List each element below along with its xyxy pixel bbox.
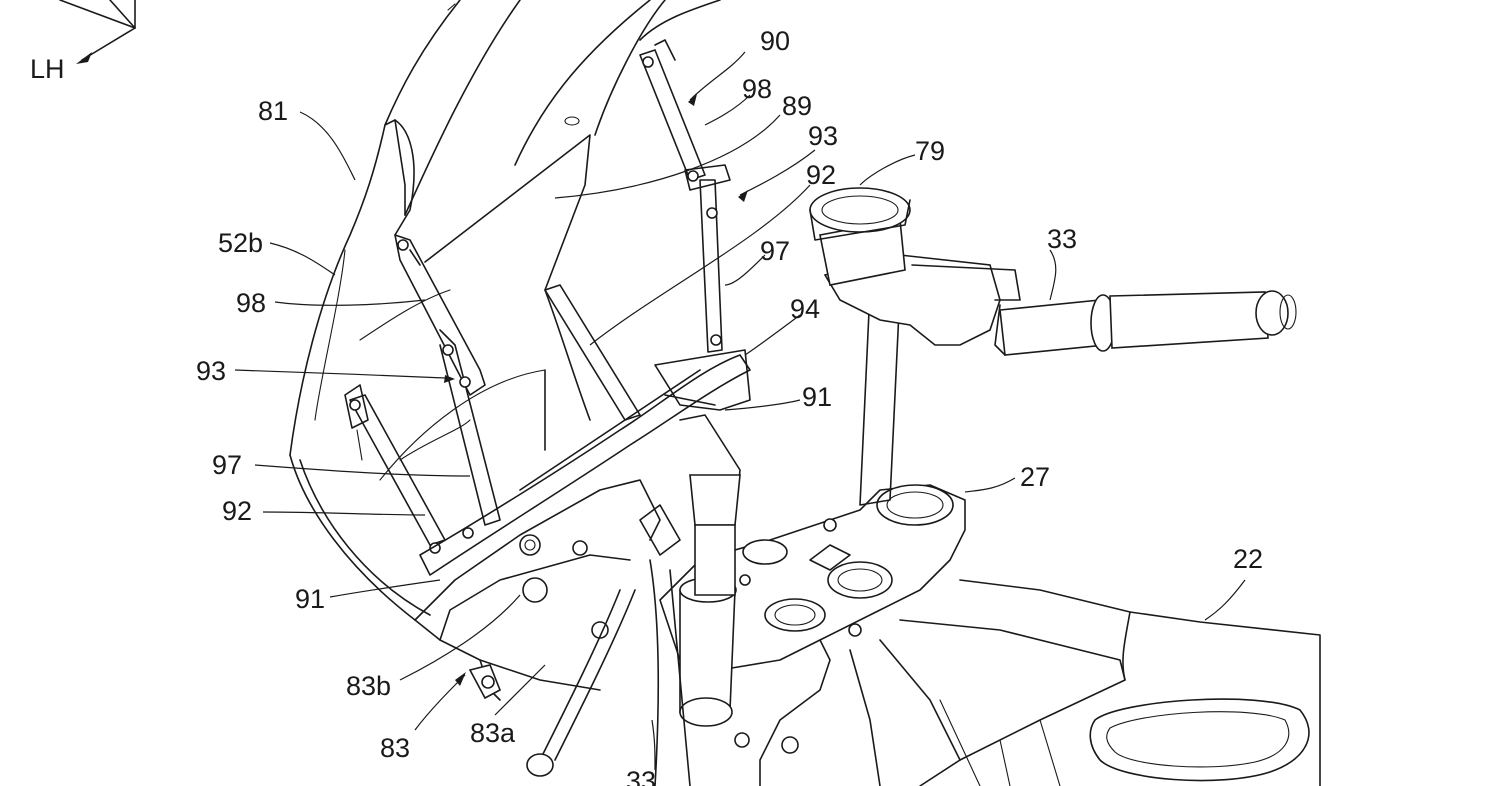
screen-cowl [289, 0, 461, 621]
label-33-right: 33 [1047, 224, 1077, 254]
label-97-left: 97 [212, 450, 242, 480]
direction-label-lh: LH [30, 54, 65, 84]
label-79: 79 [915, 136, 945, 166]
label-92-upper: 92 [806, 160, 836, 190]
lower-cross-frame [419, 349, 751, 576]
label-91-upper: 91 [802, 382, 832, 412]
left-handlebar [526, 414, 799, 786]
label-98-upper: 98 [742, 74, 772, 104]
label-33-bottom: 33 [626, 766, 656, 786]
right-handlebar [809, 187, 1297, 506]
label-52b: 52b [218, 228, 263, 258]
label-22: 22 [1233, 544, 1263, 574]
windscreen-panel [359, 0, 721, 481]
label-97-upper: 97 [760, 236, 790, 266]
cowl-stay-83 [414, 479, 661, 701]
label-92-left: 92 [222, 496, 252, 526]
label-83a: 83a [470, 718, 516, 748]
label-98-left: 98 [236, 288, 266, 318]
leader-lines [234, 51, 1246, 771]
label-91-left: 91 [295, 584, 325, 614]
main-frame [849, 579, 1321, 786]
left-stay-assembly [344, 234, 501, 554]
label-90: 90 [760, 26, 790, 56]
orientation-axes [59, 0, 456, 64]
label-83: 83 [380, 733, 410, 763]
reference-numerals: 90 98 89 81 93 79 92 52b 33 97 98 94 93 … [196, 26, 1263, 786]
label-94: 94 [790, 294, 820, 324]
label-27: 27 [1020, 462, 1050, 492]
label-83b: 83b [346, 671, 391, 701]
label-93-upper: 93 [808, 121, 838, 151]
top-bridge [659, 484, 966, 786]
label-93-left: 93 [196, 356, 226, 386]
label-89: 89 [782, 91, 812, 121]
label-81: 81 [258, 96, 288, 126]
right-stay-assembly [544, 39, 731, 421]
